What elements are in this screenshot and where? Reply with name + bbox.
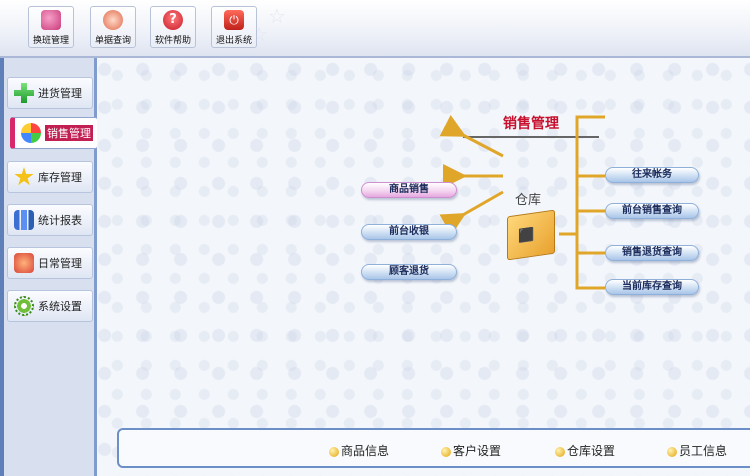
shift-management-button[interactable]: 换班管理 bbox=[28, 6, 74, 48]
arrow-to-sales bbox=[439, 115, 504, 158]
branch-lines bbox=[559, 115, 605, 290]
title-underline bbox=[463, 136, 599, 138]
box-mark: ⬛ bbox=[518, 227, 535, 245]
node-label: 前台销售查询 bbox=[622, 205, 682, 216]
node-current-stock-query[interactable]: 当前库存查询 bbox=[605, 279, 699, 295]
node-label: 往来帐务 bbox=[632, 169, 672, 180]
ball-icon bbox=[21, 123, 41, 143]
warehouse-box-icon: ⬛ bbox=[507, 209, 555, 261]
sidebar-item-label: 日常管理 bbox=[38, 257, 82, 270]
tools-icon bbox=[14, 253, 34, 273]
sidebar-item-purchase[interactable]: 进货管理 bbox=[7, 77, 93, 109]
document-query-button[interactable]: 单据查询 bbox=[90, 6, 136, 48]
node-front-sales-query[interactable]: 前台销售查询 bbox=[605, 203, 699, 219]
sidebar-item-settings[interactable]: 系统设置 bbox=[7, 290, 93, 322]
node-label: 销售退货查询 bbox=[622, 247, 682, 258]
bullet-icon bbox=[667, 446, 677, 457]
link-label: 仓库设置 bbox=[567, 444, 616, 458]
link-product-info[interactable]: 商品信息 bbox=[329, 442, 389, 459]
node-customer-return[interactable]: 顾客退货 bbox=[361, 264, 457, 280]
node-accounts[interactable]: 往来帐务 bbox=[605, 167, 699, 183]
sidebar-item-label: 销售管理 bbox=[45, 125, 93, 141]
main-panel: 销售管理 商品销售 前台收银 顾客退货 仓库 ⬛ 往来帐务 前台销售查询 销售退… bbox=[97, 58, 750, 476]
link-label: 客户设置 bbox=[453, 444, 502, 458]
sidebar-item-reports[interactable]: 统计报表 bbox=[7, 204, 93, 236]
warehouse-label: 仓库 bbox=[515, 193, 542, 208]
node-front-cashier[interactable]: 前台收银 bbox=[361, 224, 457, 240]
sidebar-item-daily[interactable]: 日常管理 bbox=[7, 247, 93, 279]
shift-management-label: 换班管理 bbox=[32, 36, 69, 46]
arrow-to-return bbox=[439, 190, 504, 236]
shift-icon bbox=[41, 10, 61, 30]
document-query-label: 单据查询 bbox=[94, 36, 131, 46]
node-sales-return-query[interactable]: 销售退货查询 bbox=[605, 245, 699, 261]
node-product-sales[interactable]: 商品销售 bbox=[361, 182, 457, 198]
node-label: 顾客退货 bbox=[389, 266, 429, 277]
exit-system-label: 退出系统 bbox=[215, 36, 252, 46]
software-help-button[interactable]: ? 软件帮助 bbox=[150, 6, 196, 48]
sidebar-item-label: 库存管理 bbox=[38, 171, 82, 184]
link-warehouse-settings[interactable]: 仓库设置 bbox=[555, 442, 615, 459]
flow-connectors bbox=[439, 115, 605, 290]
sidebar-item-label: 系统设置 bbox=[38, 300, 82, 313]
link-label: 员工信息 bbox=[679, 444, 728, 458]
plus-icon bbox=[14, 83, 34, 103]
link-customer-settings[interactable]: 客户设置 bbox=[441, 442, 501, 459]
sidebar-item-label: 统计报表 bbox=[38, 214, 82, 227]
help-icon: ? bbox=[163, 10, 183, 30]
top-toolbar: ☆ ☆ 换班管理 单据查询 ? 软件帮助 ⏻ 退出系统 bbox=[0, 0, 750, 58]
node-label: 商品销售 bbox=[389, 184, 429, 195]
star-icon bbox=[14, 167, 34, 186]
sidebar-item-inventory[interactable]: 库存管理 bbox=[7, 161, 93, 193]
sidebar-item-sales[interactable]: 销售管理 bbox=[10, 117, 98, 149]
bullet-icon bbox=[555, 446, 565, 457]
bullet-icon bbox=[329, 446, 339, 457]
page-title: 销售管理 bbox=[503, 116, 559, 132]
node-label: 前台收银 bbox=[389, 226, 429, 237]
search-icon bbox=[103, 10, 123, 30]
decor-star: ☆ bbox=[268, 4, 286, 28]
power-icon: ⏻ bbox=[224, 10, 244, 30]
bars-icon bbox=[14, 210, 34, 230]
sidebar-item-label: 进货管理 bbox=[38, 87, 82, 100]
software-help-label: 软件帮助 bbox=[154, 36, 191, 46]
link-staff-info[interactable]: 员工信息 bbox=[667, 442, 727, 459]
sidebar: 进货管理 销售管理 库存管理 统计报表 日常管理 系统设置 bbox=[4, 58, 98, 476]
node-label: 当前库存查询 bbox=[622, 281, 682, 292]
link-label: 商品信息 bbox=[341, 444, 390, 458]
bullet-icon bbox=[441, 446, 451, 457]
gear-icon bbox=[14, 296, 34, 316]
exit-system-button[interactable]: ⏻ 退出系统 bbox=[211, 6, 257, 48]
bottom-link-bar: 商品信息 客户设置 仓库设置 员工信息 bbox=[117, 428, 750, 468]
